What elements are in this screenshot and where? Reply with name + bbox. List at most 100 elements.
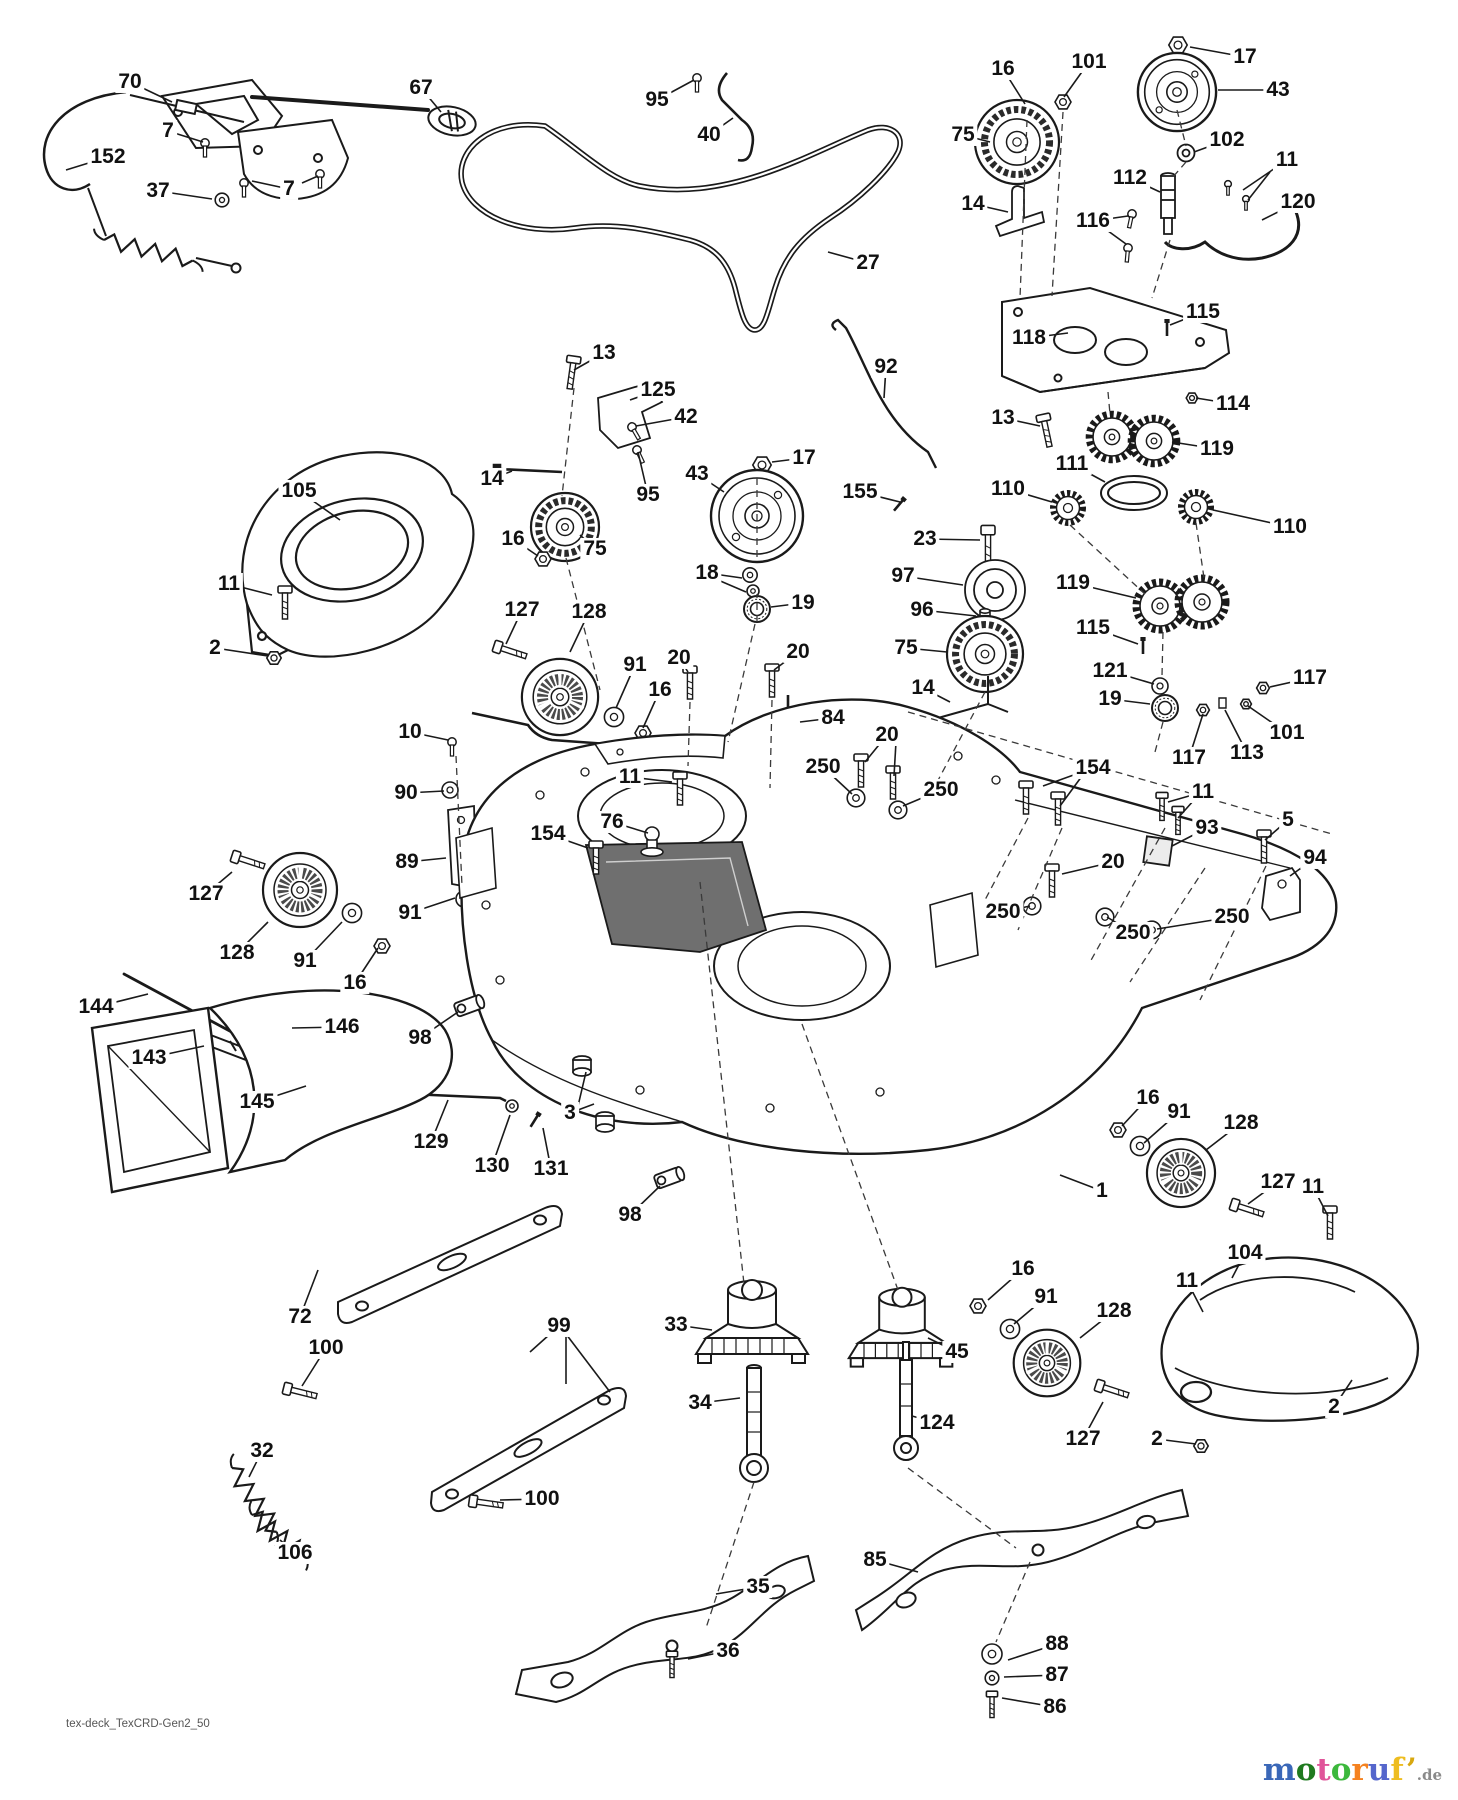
part-callout-1: 1 — [1093, 1179, 1111, 1203]
part-callout-119: 119 — [1197, 437, 1237, 461]
part-callout-11: 11 — [1172, 1269, 1202, 1293]
part-callout-85: 85 — [860, 1548, 890, 1572]
part-callout-125: 125 — [637, 378, 679, 402]
part-callout-17: 17 — [1230, 45, 1260, 69]
part-callout-104: 104 — [1224, 1241, 1266, 1265]
part-callout-101: 101 — [1068, 50, 1110, 74]
part-callout-128: 128 — [216, 941, 258, 965]
part-callout-98: 98 — [405, 1026, 435, 1050]
part-callout-96: 96 — [907, 598, 937, 622]
part-callout-7: 7 — [159, 119, 177, 143]
part-callout-10: 10 — [395, 720, 425, 744]
part-callout-250: 250 — [982, 900, 1024, 924]
part-callout-2: 2 — [1325, 1395, 1343, 1419]
spindle-housing-33 — [696, 1280, 808, 1363]
part-callout-155: 155 — [839, 480, 881, 504]
part-callout-106: 106 — [274, 1541, 316, 1565]
part-callout-33: 33 — [661, 1313, 691, 1337]
part-callout-154: 154 — [1072, 756, 1114, 780]
part-callout-146: 146 — [321, 1015, 363, 1039]
part-callout-35: 35 — [743, 1575, 773, 1599]
part-callout-20: 20 — [783, 640, 813, 664]
part-callout-100: 100 — [521, 1487, 563, 1511]
part-callout-93: 93 — [1192, 816, 1222, 840]
assembly-axes — [456, 110, 1332, 1642]
part-callout-120: 120 — [1277, 190, 1319, 214]
gearcase-plate-118 — [1002, 288, 1229, 392]
belt-guide-rod-40 — [719, 73, 753, 160]
part-callout-97: 97 — [888, 564, 918, 588]
part-callout-91: 91 — [395, 901, 425, 925]
drawing-code: tex-deck_TexCRD-Gen2_50 — [66, 1718, 210, 1730]
brand-letter: o — [1295, 1752, 1317, 1788]
part-callout-111: 111 — [1052, 452, 1092, 476]
part-callout-143: 143 — [128, 1046, 170, 1070]
pad-93 — [1143, 836, 1172, 865]
part-callout-14: 14 — [477, 467, 507, 491]
part-callout-124: 124 — [916, 1411, 958, 1435]
part-callout-17: 17 — [789, 446, 819, 470]
drive-belt-27 — [461, 125, 900, 330]
brand-logo[interactable]: motoruf’.de — [1263, 1752, 1442, 1788]
part-callout-99: 99 — [544, 1314, 574, 1338]
bushings-3 — [573, 1056, 614, 1132]
brand-letter: u — [1367, 1752, 1391, 1788]
part-callout-128: 128 — [1220, 1111, 1262, 1135]
part-callout-250: 250 — [1112, 921, 1154, 945]
part-callout-13: 13 — [988, 406, 1018, 430]
part-callout-20: 20 — [664, 646, 694, 670]
part-callout-112: 112 — [1110, 166, 1150, 190]
part-callout-131: 131 — [530, 1157, 572, 1181]
part-callout-7: 7 — [280, 177, 298, 201]
part-callout-121: 121 — [1089, 659, 1131, 683]
pulley-97 — [965, 560, 1025, 620]
part-callout-91: 91 — [290, 949, 320, 973]
part-callout-116: 116 — [1073, 209, 1113, 233]
part-callout-11: 11 — [1272, 148, 1302, 172]
part-callout-32: 32 — [247, 1439, 277, 1463]
part-callout-152: 152 — [87, 145, 129, 169]
brand-letter: o — [1330, 1752, 1352, 1788]
part-callout-117: 117 — [1290, 666, 1330, 690]
part-callout-14: 14 — [908, 676, 938, 700]
part-callout-101: 101 — [1266, 721, 1308, 745]
part-callout-76: 76 — [597, 810, 627, 834]
part-callout-11: 11 — [214, 572, 244, 596]
part-callout-14: 14 — [958, 192, 988, 216]
brand-letter: ’ — [1405, 1752, 1417, 1788]
part-callout-113: 113 — [1227, 741, 1267, 765]
part-callout-16: 16 — [645, 678, 675, 702]
part-callout-27: 27 — [853, 251, 883, 275]
part-callout-105: 105 — [278, 479, 320, 503]
mulch-cover-104 — [1162, 1257, 1418, 1420]
spacer-76 — [641, 827, 663, 856]
part-callout-2: 2 — [206, 636, 224, 660]
part-callout-40: 40 — [694, 123, 724, 147]
brand-letter: m — [1262, 1752, 1296, 1788]
part-callout-110: 110 — [988, 477, 1028, 501]
part-callout-88: 88 — [1042, 1632, 1072, 1656]
part-callout-114: 114 — [1213, 392, 1253, 416]
part-callout-20: 20 — [872, 723, 902, 747]
part-callout-75: 75 — [891, 636, 921, 660]
part-callout-23: 23 — [910, 527, 940, 551]
part-callout-11: 11 — [615, 765, 645, 789]
part-callout-36: 36 — [713, 1639, 743, 1663]
rod-92 — [832, 320, 936, 468]
part-callout-129: 129 — [410, 1130, 452, 1154]
part-callout-130: 130 — [471, 1154, 513, 1178]
mulch-baffle — [586, 842, 766, 952]
bracket-14c — [938, 676, 1008, 718]
part-callout-110: 110 — [1270, 515, 1310, 539]
mulch-baffle-highlight — [606, 858, 748, 926]
part-callout-45: 45 — [942, 1340, 972, 1364]
part-callout-2: 2 — [1148, 1427, 1166, 1451]
bushing-98b — [653, 1166, 686, 1189]
part-callout-115: 115 — [1073, 616, 1113, 640]
part-callout-100: 100 — [305, 1336, 347, 1360]
part-callout-43: 43 — [1263, 78, 1293, 102]
part-callout-75: 75 — [580, 537, 610, 561]
brand-letter: f — [1390, 1752, 1406, 1788]
